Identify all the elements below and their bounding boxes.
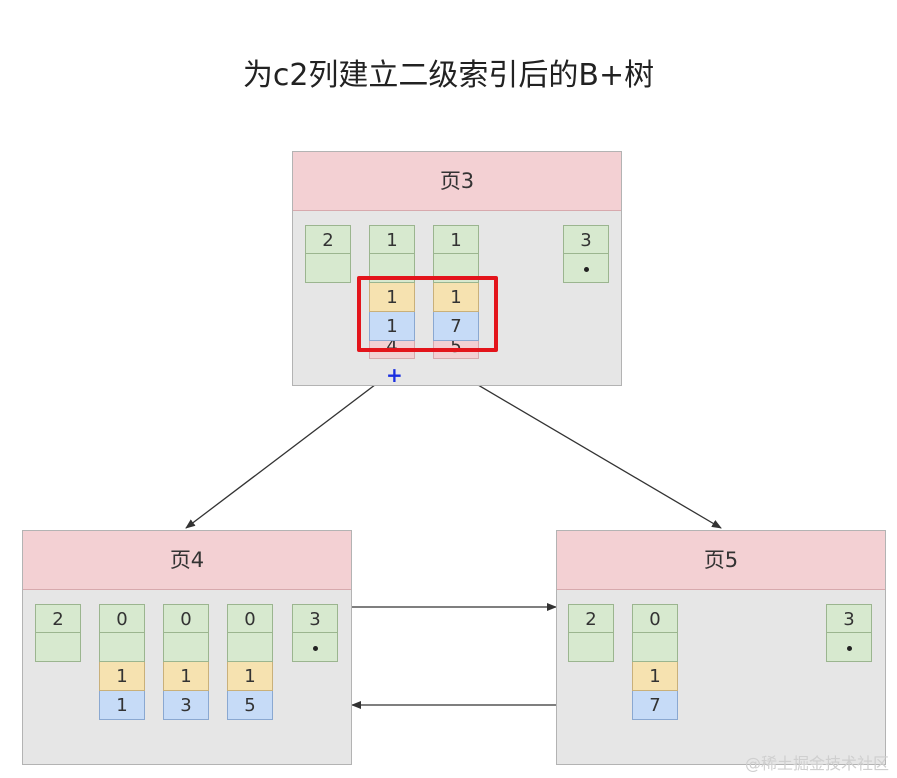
c2-value: 1 <box>433 283 479 312</box>
c2-value: 1 <box>163 662 209 691</box>
record-next-pointer <box>305 254 351 283</box>
c2-value: 1 <box>227 662 273 691</box>
c1-value: 1 <box>369 312 415 341</box>
record-key: 0 <box>632 604 678 633</box>
watermark: @稀土掘金技术社区 <box>744 754 889 773</box>
p4-record-1: 0 1 1 <box>99 604 145 720</box>
c1-value: 7 <box>433 312 479 341</box>
c2-value: 1 <box>99 662 145 691</box>
p3-record-max: 3 <box>563 225 609 283</box>
record-pointer <box>563 254 609 283</box>
record-next-pointer <box>99 633 145 662</box>
p4-record-2: 0 1 3 <box>163 604 209 720</box>
p4-record-max: 3 <box>292 604 338 662</box>
c2-value: 1 <box>369 283 415 312</box>
p3-to-p4-arrow <box>185 371 393 529</box>
record-key: 1 <box>369 225 415 254</box>
p4-record-3: 0 1 5 <box>227 604 273 720</box>
p3-to-p5-arrow <box>455 371 722 529</box>
p5-record-1: 0 1 7 <box>632 604 678 720</box>
p5-record-max: 3 <box>826 604 872 662</box>
diagram-title: 为c2列建立二级索引后的B+树 <box>242 58 655 93</box>
c1-value: 3 <box>163 691 209 720</box>
highlight-box <box>357 276 498 352</box>
c1-value: 7 <box>632 691 678 720</box>
record-next-pointer <box>568 633 614 662</box>
record-key: 0 <box>227 604 273 633</box>
record-next-pointer <box>632 633 678 662</box>
record-key: 0 <box>163 604 209 633</box>
record-key: 3 <box>826 604 872 633</box>
record-next-pointer <box>163 633 209 662</box>
page-5-header: 页5 <box>557 531 885 590</box>
record-key: 3 <box>563 225 609 254</box>
page-4-header: 页4 <box>23 531 351 590</box>
cursor-plus-icon: + <box>386 363 403 387</box>
record-pointer <box>292 633 338 662</box>
record-key: 1 <box>433 225 479 254</box>
record-key: 2 <box>305 225 351 254</box>
c1-value: 5 <box>227 691 273 720</box>
p4-record-min: 2 <box>35 604 81 662</box>
record-next-pointer <box>227 633 273 662</box>
page-3-header: 页3 <box>293 152 621 211</box>
c1-value: 1 <box>99 691 145 720</box>
p3-record-min: 2 <box>305 225 351 283</box>
p5-record-min: 2 <box>568 604 614 662</box>
record-pointer <box>826 633 872 662</box>
record-next-pointer <box>35 633 81 662</box>
record-key: 2 <box>568 604 614 633</box>
c2-value: 1 <box>632 662 678 691</box>
record-key: 2 <box>35 604 81 633</box>
record-key: 0 <box>99 604 145 633</box>
record-key: 3 <box>292 604 338 633</box>
